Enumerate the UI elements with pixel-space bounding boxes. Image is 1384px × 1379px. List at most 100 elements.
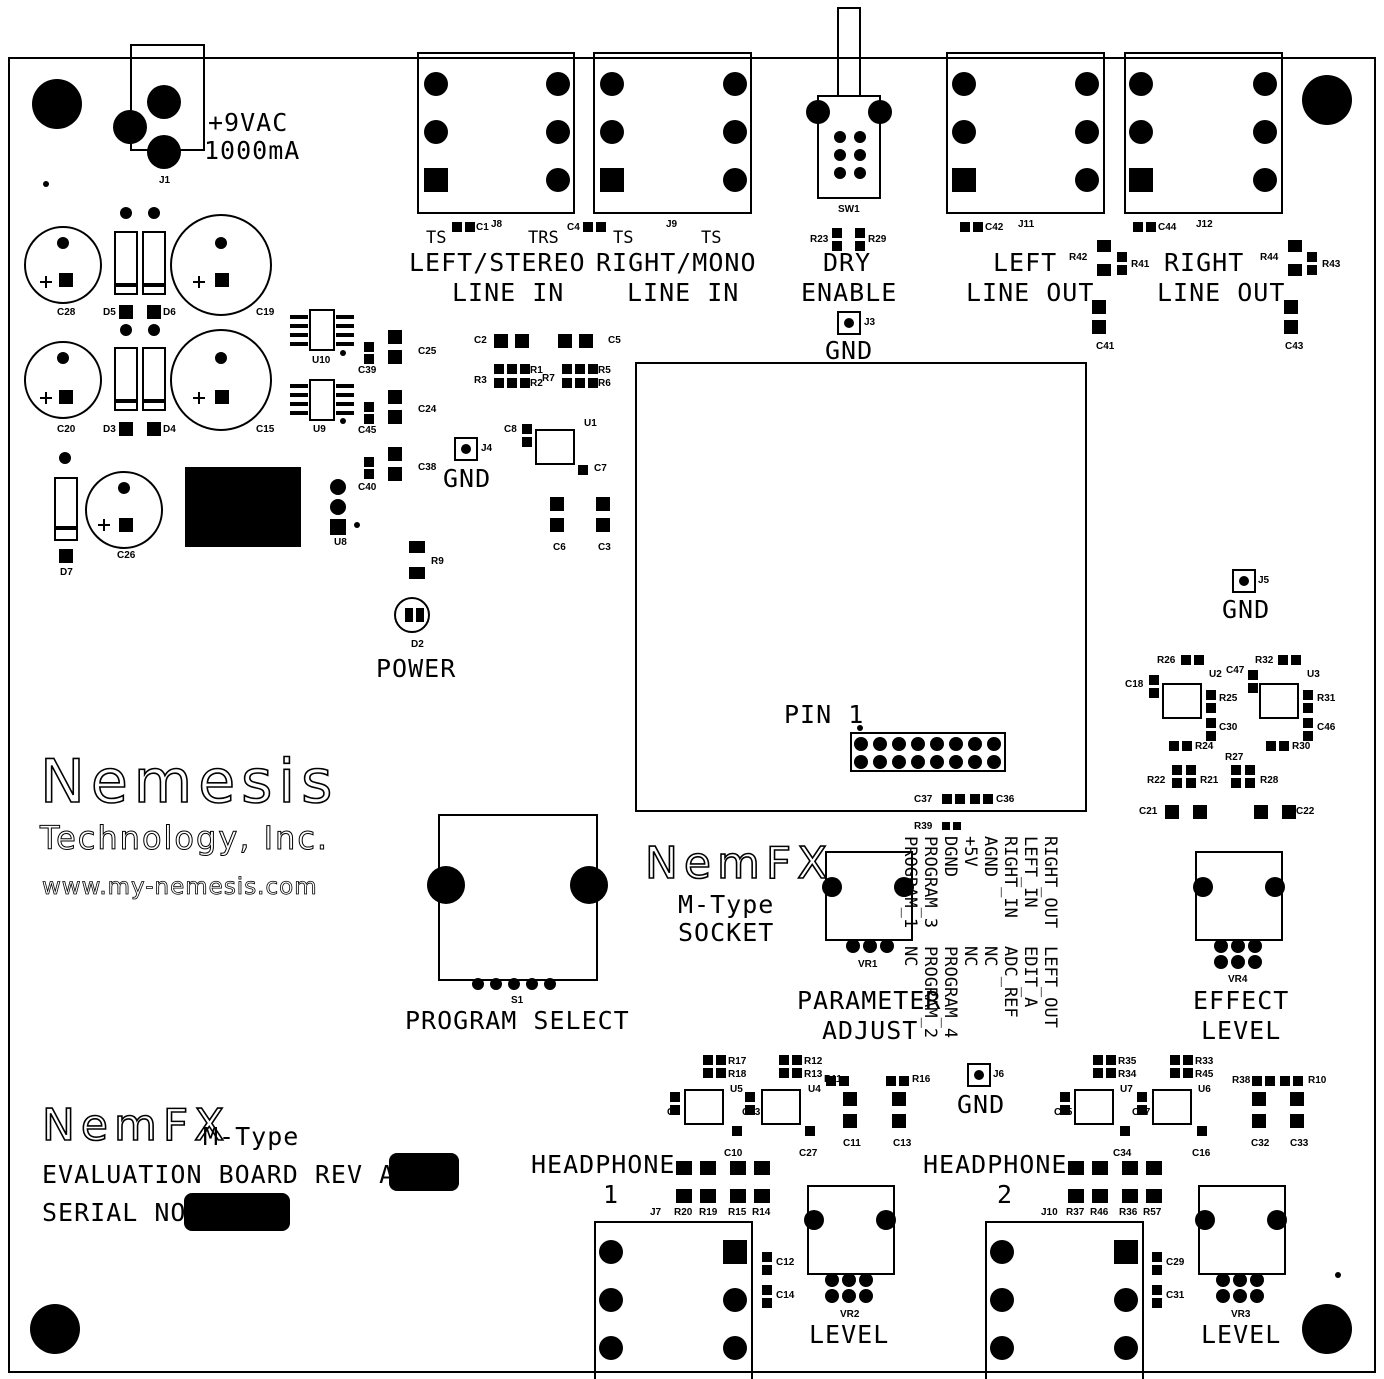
gnd-label-j4: GND	[443, 464, 492, 493]
headphone2-number: 2	[997, 1180, 1014, 1209]
ref-r32: R32	[1255, 655, 1274, 666]
ref-c34: C34	[1113, 1148, 1132, 1159]
ref-c30: C30	[1219, 722, 1238, 733]
ref-c40: C40	[358, 482, 377, 493]
effect-label-2: LEVEL	[1201, 1016, 1282, 1045]
gnd-label-j3: GND	[825, 336, 874, 365]
ref-c19: C19	[256, 307, 275, 318]
ref-j3: J3	[864, 317, 876, 328]
jack-j10-outline	[985, 1221, 1144, 1379]
line-out-label-1: LINE OUT	[966, 278, 1095, 307]
ref-r46: R46	[1090, 1207, 1109, 1218]
ref-r57: R57	[1143, 1207, 1162, 1218]
j9-ts1-label: TS	[613, 228, 634, 248]
board-outline	[8, 57, 1376, 1373]
vr3-ref: VR3	[1231, 1309, 1251, 1320]
ref-r39: R39	[914, 821, 933, 832]
ref-c43: C43	[1285, 341, 1304, 352]
pin1-label: PIN 1	[784, 700, 865, 729]
ref-r37: R37	[1066, 1207, 1085, 1218]
program-select-outline	[438, 814, 598, 981]
ref-r2: R2	[530, 378, 543, 389]
headphone1-label: HEADPHONE	[531, 1150, 676, 1179]
ref-c5: C5	[608, 335, 621, 346]
vr2-outline	[807, 1185, 895, 1275]
ref-c7: C7	[594, 463, 607, 474]
j9-ref: J9	[666, 219, 678, 230]
board-model: M-Type	[203, 1122, 300, 1151]
headphone2-label: HEADPHONE	[923, 1150, 1068, 1179]
ref-c42: C42	[985, 222, 1004, 233]
brand-company: Technology, Inc.	[39, 819, 330, 857]
ref-c22: C22	[1296, 806, 1315, 817]
effect-label-1: EFFECT	[1193, 986, 1290, 1015]
switch-body	[817, 95, 881, 199]
param-label-1: PARAMETER	[797, 986, 942, 1015]
enable-label: ENABLE	[801, 278, 898, 307]
mount-hole	[32, 79, 82, 129]
ref-r17: R17	[728, 1056, 747, 1067]
ref-c46: C46	[1317, 722, 1336, 733]
j8-ts-label: TS	[426, 228, 447, 248]
ref-r35: R35	[1118, 1056, 1137, 1067]
board-title: EVALUATION BOARD REV A	[42, 1160, 396, 1189]
ref-r38: R38	[1232, 1075, 1251, 1086]
dry-label: DRY	[823, 248, 872, 277]
ref-c10: C10	[724, 1148, 743, 1159]
ref-r14: R14	[752, 1207, 771, 1218]
ref-r42: R42	[1069, 252, 1088, 263]
ref-r28: R28	[1260, 775, 1279, 786]
ref-u1: U1	[584, 418, 597, 429]
ref-c23: C23	[742, 1107, 761, 1118]
left-stereo-label: LEFT/STEREO	[409, 248, 586, 277]
ref-c14: C14	[776, 1290, 795, 1301]
ref-c6: C6	[553, 542, 566, 553]
ref-r11: R11	[824, 1074, 842, 1085]
ref-u10: U10	[312, 355, 331, 366]
power-current-label: 1000mA	[204, 136, 301, 165]
ref-r6: R6	[598, 378, 611, 389]
mount-hole	[1302, 75, 1352, 125]
ref-c26: C26	[117, 550, 136, 561]
ref-c20: C20	[57, 424, 76, 435]
ref-c8: C8	[504, 424, 517, 435]
ref-c32: C32	[1251, 1138, 1270, 1149]
ref-c37: C37	[914, 794, 933, 805]
ref-c3: C3	[598, 542, 611, 553]
brand-name: Nemesis	[39, 747, 339, 817]
vr4-ref: VR4	[1228, 974, 1248, 985]
program-select-label: PROGRAM SELECT	[405, 1006, 630, 1035]
ref-u9: U9	[313, 424, 326, 435]
ref-c33: C33	[1290, 1138, 1309, 1149]
right-mono-label: RIGHT/MONO	[596, 248, 757, 277]
ref-j6: J6	[993, 1069, 1005, 1080]
ref-r9: R9	[431, 556, 444, 567]
vr4-outline	[1195, 851, 1283, 941]
ref-r31: R31	[1317, 693, 1336, 704]
ref-c44: C44	[1158, 222, 1177, 233]
ref-c4: C4	[567, 222, 580, 233]
line-in-label-2: LINE IN	[627, 278, 740, 307]
ref-c25: C25	[418, 346, 437, 357]
vr2-ref: VR2	[840, 1309, 860, 1320]
headphone1-number: 1	[603, 1180, 620, 1209]
ref-r20: R20	[674, 1207, 693, 1218]
ref-r3: R3	[474, 375, 487, 386]
ref-c21: C21	[1139, 806, 1158, 817]
ref-u5: U5	[730, 1084, 743, 1095]
ref-r24: R24	[1195, 741, 1214, 752]
gnd-label-j6: GND	[957, 1090, 1006, 1119]
ref-c16: C16	[1192, 1148, 1211, 1159]
socket-model: M-Type	[678, 890, 775, 919]
ref-u4: U4	[808, 1084, 821, 1095]
ref-c17: C17	[1132, 1107, 1151, 1118]
ref-c28: C28	[57, 307, 76, 318]
brand-url: www.my-nemesis.com	[42, 874, 318, 900]
switch-actuator	[837, 7, 861, 97]
ref-c27: C27	[799, 1148, 818, 1159]
jack-j12-outline	[1124, 52, 1283, 214]
ref-u8: U8	[334, 537, 347, 548]
ref-c18: C18	[1125, 679, 1144, 690]
